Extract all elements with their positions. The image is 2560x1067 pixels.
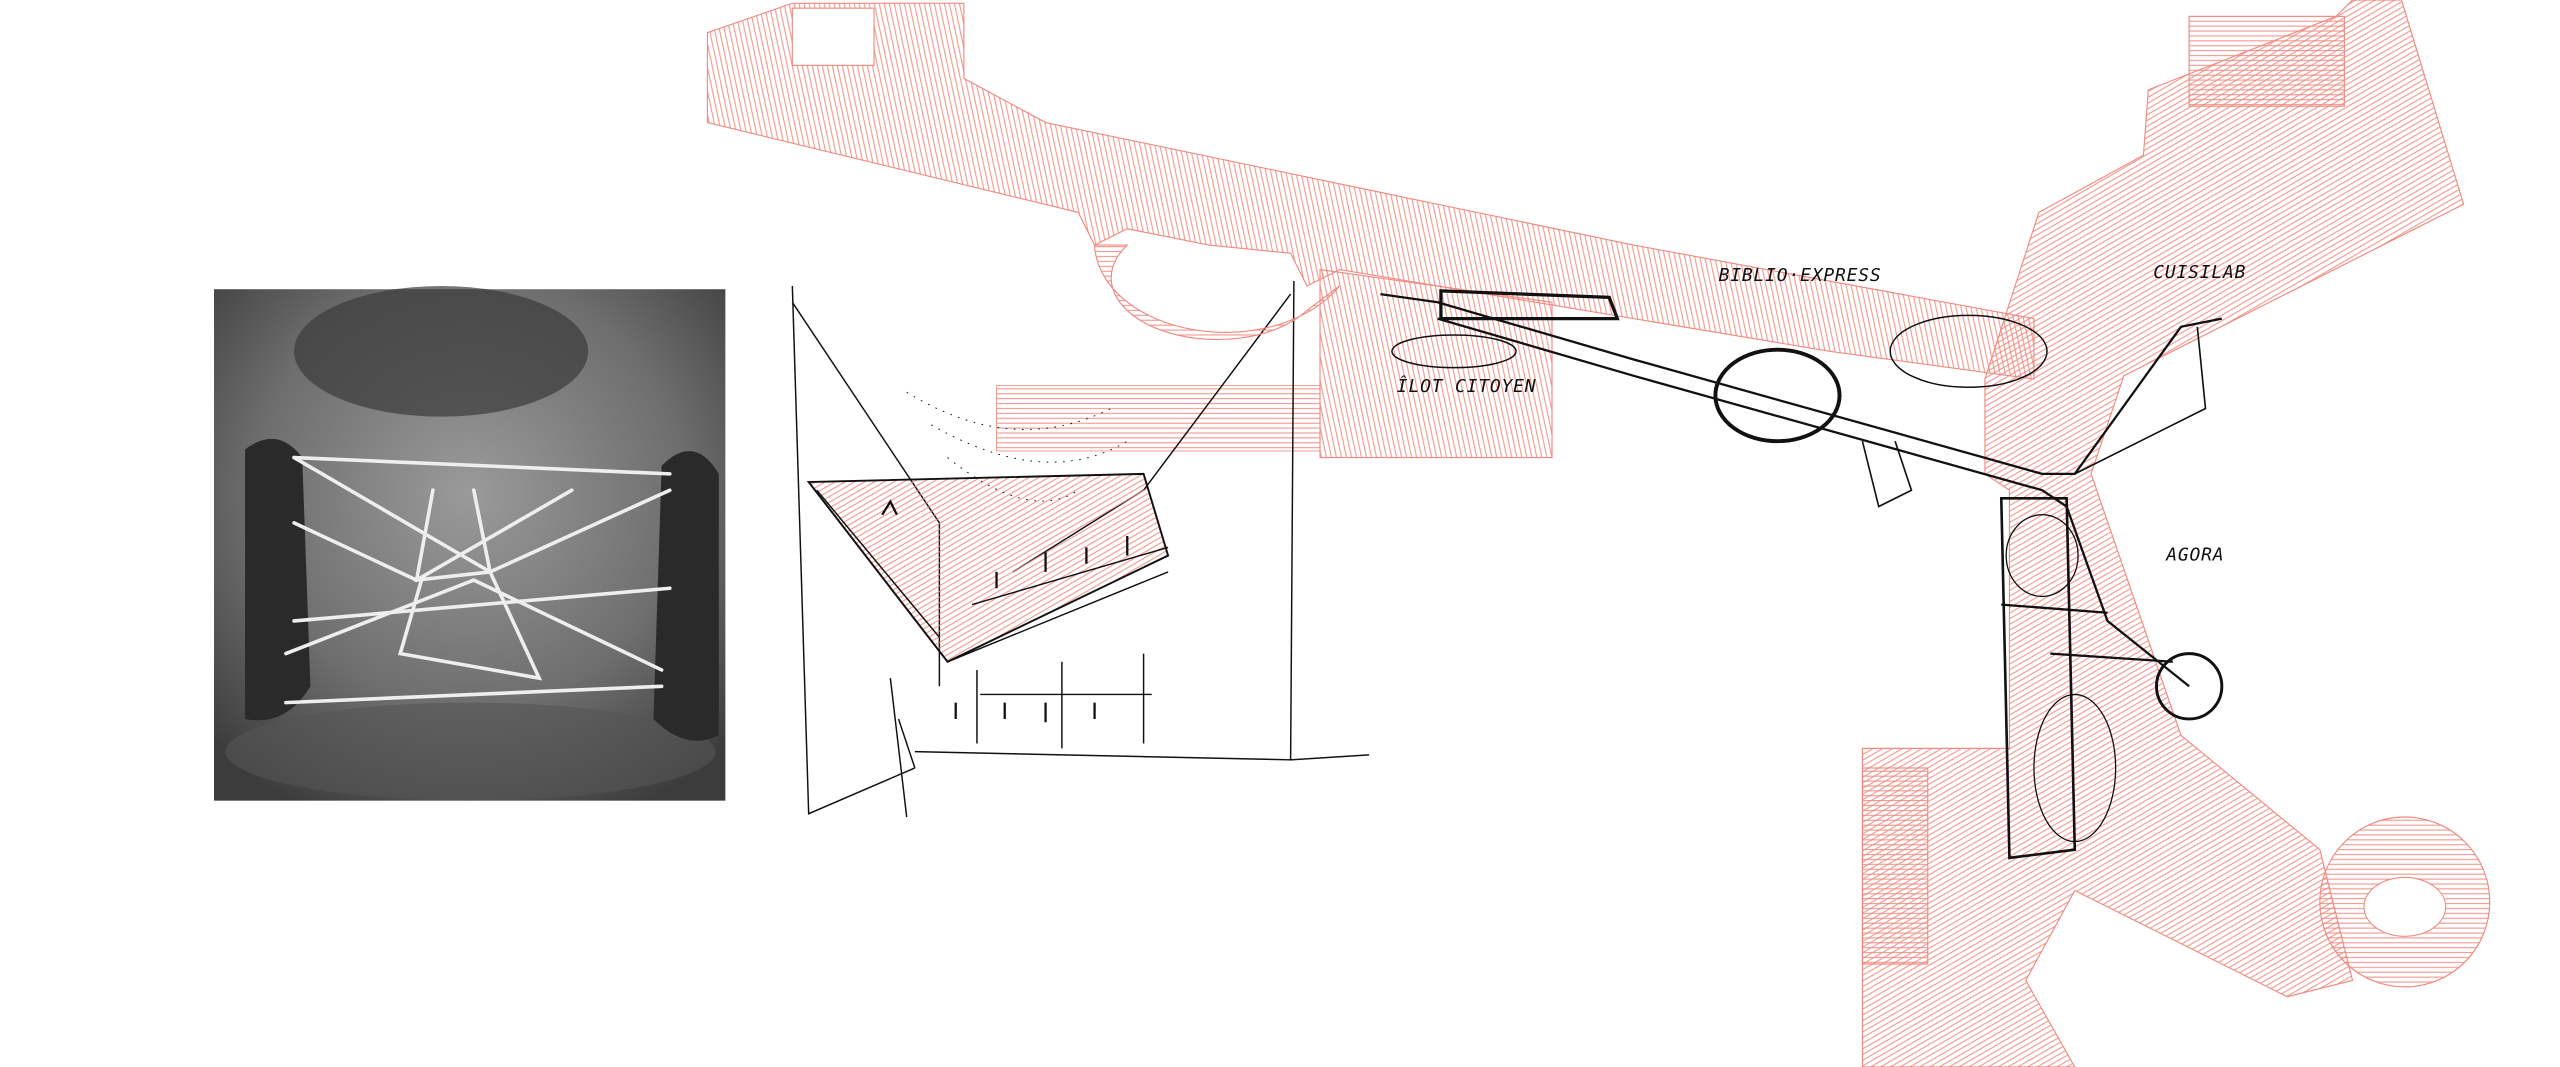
plan-north-wing [706,2,2035,380]
plan-ilot-block [1319,268,1553,459]
label-biblio-express: BIBLIO·EXPRESS [1719,265,1882,286]
label-agora: AGORA [2165,544,2224,565]
label-cuisilab: CUISILAB [2153,262,2246,283]
label-ilot-citoyen: ÎLOT CITOYEN [1397,375,1537,397]
perspective-sketch [791,281,1370,818]
string-figure-photo [214,285,726,801]
plan-stair-nw [791,7,875,66]
site-plan [706,0,2491,1067]
plan-ink-sketch [1380,289,2224,860]
